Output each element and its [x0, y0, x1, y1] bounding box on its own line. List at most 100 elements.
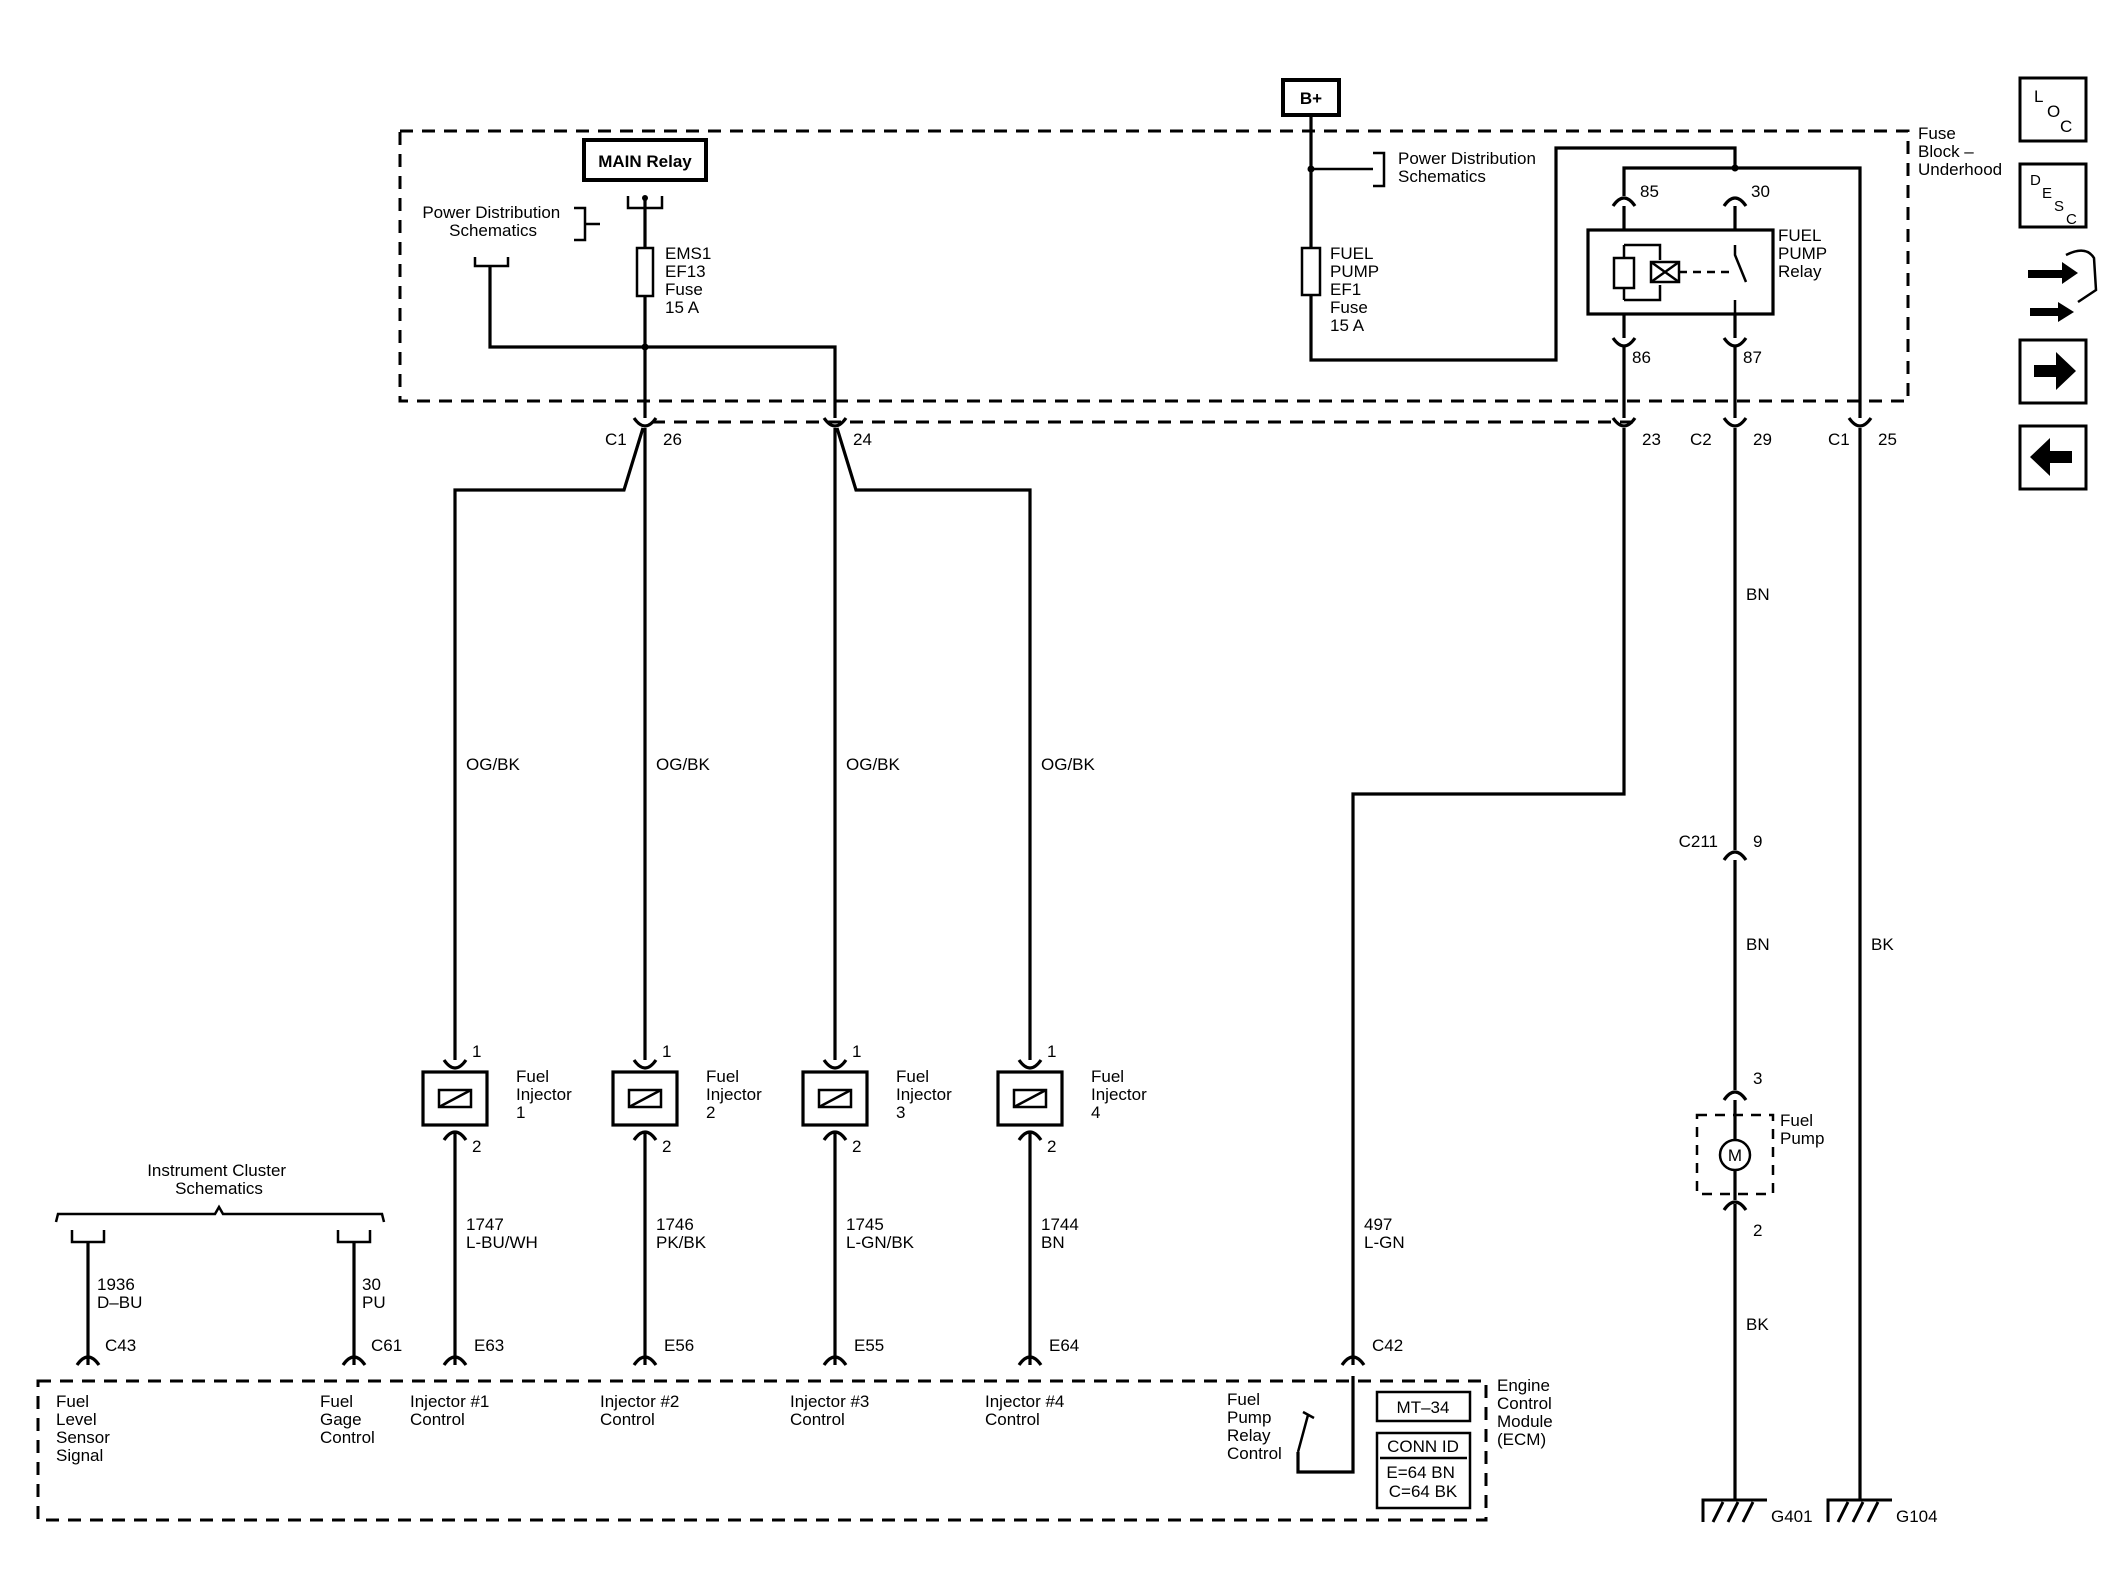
- ground-g104-label: G104: [1896, 1507, 1938, 1526]
- svg-text:C: C: [2060, 117, 2072, 136]
- fuel-injector-4: [996, 1059, 1064, 1365]
- svg-text:C: C: [2066, 211, 2077, 228]
- battery-label: B+: [1300, 89, 1322, 108]
- fuel-pump-fuse-label: FUEL PUMP EF1 Fuse 15 A: [1330, 244, 1384, 335]
- fuel-level-terminal: [70, 1230, 106, 1244]
- mt34-label: MT–34: [1397, 1398, 1450, 1417]
- ecm-injector-3-label: Injector #3 Control: [790, 1392, 874, 1429]
- pump-relay-control-circuit: 497 L-GN: [1364, 1215, 1405, 1252]
- relay-switch-contact: [1733, 245, 1748, 314]
- fuel-pump-relay-label: FUEL PUMP Relay: [1778, 226, 1832, 281]
- fuel-pump-fuse-symbol: [1300, 246, 1322, 297]
- relay-pin-85-connector: [1611, 196, 1637, 207]
- relay-pin-87-connector: [1722, 337, 1748, 348]
- power-dist-right-label: Power Distribution Schematics: [1398, 149, 1541, 186]
- ecm-injector-4-label: Injector #4 Control: [985, 1392, 1069, 1429]
- fuel-injector-1: [421, 1059, 489, 1365]
- ground-g401-symbol: [1701, 1498, 1767, 1523]
- connector-wrench-icon[interactable]: [2028, 249, 2098, 322]
- svg-text:D: D: [2030, 172, 2041, 189]
- injector-3-label: Fuel Injector 3: [896, 1067, 956, 1122]
- relay-pin-86-connector: [1611, 337, 1637, 348]
- wire-injector-4-feed: [835, 427, 1032, 1060]
- connector-c42: [1340, 1355, 1366, 1366]
- connector-e63: [442, 1355, 468, 1366]
- injector-4-pin-bottom: 2: [1047, 1137, 1056, 1156]
- fuel-gage-circuit: 30 PU: [362, 1275, 386, 1312]
- fuse-block-label: Fuse Block – Underhood: [1918, 124, 2002, 179]
- relay-pin-87-label: 87: [1743, 348, 1762, 367]
- injector-2-label: Fuel Injector 2: [706, 1067, 766, 1122]
- connector-e63-label: E63: [474, 1336, 504, 1355]
- connector-e64: [1017, 1355, 1043, 1366]
- ecm-boundary: [36, 1379, 1488, 1522]
- svg-text:O: O: [2047, 102, 2060, 121]
- relay-coil-wiring: [1622, 243, 1662, 302]
- injector-3-pin-bottom: 2: [852, 1137, 861, 1156]
- power-dist-left-bracket: [574, 206, 600, 242]
- fuel-pump-pin-bottom: 2: [1753, 1221, 1762, 1240]
- pin-24-label: 24: [853, 430, 872, 449]
- loc-icon[interactable]: L O C: [2018, 76, 2088, 143]
- connector-c1-right-label: C1: [1828, 430, 1850, 449]
- conn-id-title: CONN ID: [1387, 1437, 1459, 1456]
- injector-4-circuit: 1744 BN: [1041, 1215, 1084, 1252]
- back-arrow-icon[interactable]: [2018, 424, 2088, 491]
- connector-c2-29: [1722, 417, 1748, 428]
- instrument-cluster-bracket: [54, 1204, 386, 1223]
- wire-fuse-to-relay-30: [1309, 146, 1737, 362]
- forward-arrow-icon[interactable]: [2018, 338, 2088, 405]
- fuel-gage-terminal: [336, 1230, 372, 1244]
- instrument-cluster-label: Instrument Cluster Schematics: [147, 1161, 291, 1198]
- ecm-label: Engine Control Module (ECM): [1497, 1376, 1558, 1449]
- injector-3-circuit: 1745 L-GN/BK: [846, 1215, 915, 1252]
- connector-c211-pin: 9: [1753, 832, 1762, 851]
- power-dist-left-label: Power Distribution Schematics: [422, 203, 565, 240]
- ground-g401-label: G401: [1771, 1507, 1813, 1526]
- power-dist-right-bracket: [1311, 151, 1386, 188]
- ems1-fuse-symbol: [635, 246, 655, 298]
- ground-circuit-wire: BK: [1871, 935, 1894, 954]
- desc-icon[interactable]: D E S C: [2018, 162, 2088, 229]
- ecm-injector-1-label: Injector #1 Control: [410, 1392, 494, 1429]
- connector-c42-label: C42: [1372, 1336, 1403, 1355]
- connector-c43-label: C43: [105, 1336, 136, 1355]
- ecm-injector-2-label: Injector #2 Control: [600, 1392, 684, 1429]
- wire-relay-to-c1-25: [1735, 166, 1862, 418]
- connector-c2-label: C2: [1690, 430, 1712, 449]
- connector-c61: [341, 1355, 367, 1366]
- injector-1-label: Fuel Injector 1: [516, 1067, 576, 1122]
- injector-3-wire-top: OG/BK: [846, 755, 901, 774]
- connector-pin-23: [1611, 417, 1637, 428]
- injector-2-pin-top: 1: [662, 1042, 671, 1061]
- ecm-fuel-level-label: Fuel Level Sensor Signal: [56, 1392, 115, 1465]
- injector-1-pin-bottom: 2: [472, 1137, 481, 1156]
- fuel-pump-boundary: [1695, 1113, 1775, 1196]
- ecm-pump-relay-control-label: Fuel Pump Relay Control: [1227, 1390, 1282, 1463]
- power-dist-left-terminal: [473, 257, 510, 268]
- fuel-pump-pin-3-connector: [1722, 1090, 1748, 1101]
- fuel-injector-2: [611, 1059, 679, 1365]
- injector-1-wire-top: OG/BK: [466, 755, 521, 774]
- injector-4-label: Fuel Injector 4: [1091, 1067, 1151, 1122]
- fuel-pump-wire-lower: BK: [1746, 1315, 1769, 1334]
- connector-e56-label: E56: [664, 1336, 694, 1355]
- pin-26-label: 26: [663, 430, 682, 449]
- connector-c211: [1722, 850, 1748, 861]
- connector-e55-label: E55: [854, 1336, 884, 1355]
- fuel-injector-3: [801, 1059, 869, 1365]
- connector-c1-left-label: C1: [605, 430, 627, 449]
- fuel-pump-pin-2-connector: [1722, 1200, 1748, 1211]
- connector-e56: [632, 1355, 658, 1366]
- connector-c1-24: [822, 417, 848, 428]
- connector-c43: [75, 1355, 101, 1366]
- connector-c61-label: C61: [371, 1336, 402, 1355]
- relay-coil-x2: [1650, 260, 1680, 284]
- connector-c211-label: C211: [1679, 832, 1718, 851]
- relay-pin-stubs: [1622, 206, 1737, 338]
- injector-1-pin-top: 1: [472, 1042, 481, 1061]
- fuel-level-circuit: 1936 D–BU: [97, 1275, 142, 1312]
- ground-g104-symbol: [1826, 1498, 1892, 1523]
- pin-23-label: 23: [1642, 430, 1661, 449]
- connector-e64-label: E64: [1049, 1336, 1079, 1355]
